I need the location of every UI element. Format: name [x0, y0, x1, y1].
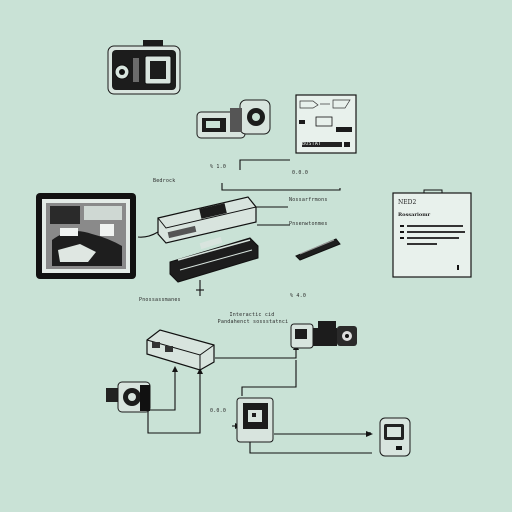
connector-wires — [137, 159, 373, 454]
wire-hub-to-adapter — [241, 360, 297, 396]
document-subtitle: Rossariomr — [398, 212, 431, 218]
wire-hub-bottom — [249, 440, 372, 454]
label-left-bottom-caption: Pnossassmanes — [139, 297, 181, 303]
document-page — [392, 189, 472, 278]
arrow-right-2 — [366, 431, 373, 437]
stylus-device — [295, 238, 341, 261]
action-camera — [106, 381, 151, 413]
label-mid-version: % 4.0 — [290, 293, 307, 299]
label-bottom-version: 0.0.0 — [210, 408, 227, 414]
label-top-right-version: 0.0.0 — [292, 170, 309, 176]
arrow-up-2 — [172, 366, 178, 372]
label-wire-caption-top: Nossarfrmons — [289, 197, 328, 203]
wire-hub-to-screen — [137, 231, 159, 238]
meter-device — [379, 417, 411, 457]
label-center-caption-1: Interactic cid — [229, 312, 275, 318]
adapter-device — [290, 321, 357, 349]
router-device — [146, 329, 215, 371]
recorder-device — [169, 236, 259, 283]
label-center-caption-2: Pandahenct sossstatnci — [217, 319, 289, 325]
wire-camera-to-panel — [239, 159, 290, 170]
camcorder-device — [196, 99, 271, 139]
label-left-caption: Bedrock — [153, 178, 176, 184]
control-panel — [295, 94, 357, 154]
label-top-center-version: % 1.0 — [210, 164, 227, 170]
wire-top — [221, 183, 341, 191]
hub-device — [157, 196, 257, 244]
document-title: NED2 — [398, 199, 417, 206]
label-wire-caption-bottom: Pnsenwtonmes — [289, 221, 328, 227]
small-hub-device — [236, 397, 274, 443]
camera-device — [107, 40, 181, 95]
wire-router-to-adapter — [215, 348, 297, 359]
wire-hub-to-meter — [274, 432, 371, 435]
arrow-up-3 — [197, 368, 203, 374]
wire-router-loop — [147, 372, 201, 434]
tv-screen — [36, 193, 136, 279]
panel-label: BOSTAT — [302, 141, 322, 147]
